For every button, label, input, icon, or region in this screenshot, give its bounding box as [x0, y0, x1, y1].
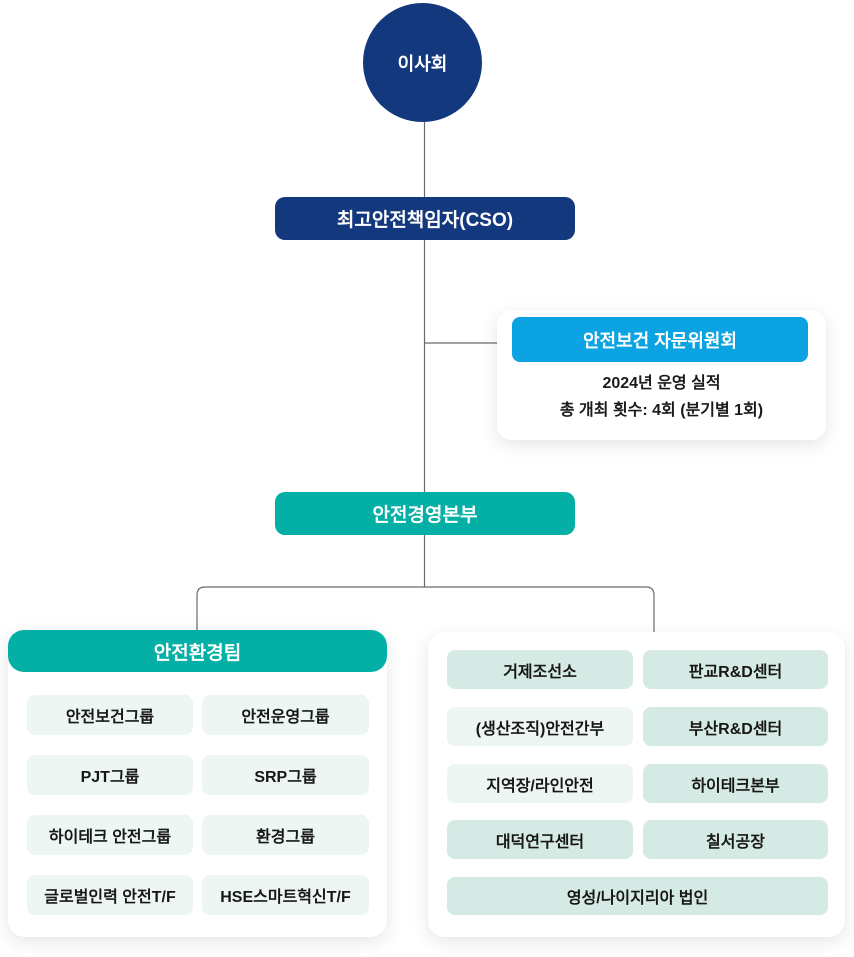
- site-box: 거제조선소: [447, 650, 633, 689]
- site-box: (생산조직)안전간부: [447, 707, 633, 746]
- advisory-body: 2024년 운영 실적 총 개최 횟수: 4회 (분기별 1회): [497, 370, 826, 424]
- advisory-body-line2: 총 개최 횟수: 4회 (분기별 1회): [559, 402, 764, 419]
- site-box-full-width: 영성/나이지리아 법인: [447, 877, 828, 915]
- site-box: 칠서공장: [643, 820, 828, 859]
- division-node: 안전경영본부: [275, 492, 575, 535]
- advisory-body-line1: 2024년 운영 실적: [602, 375, 721, 392]
- sites-card: 거제조선소 (생산조직)안전간부 지역장/라인안전 대덕연구센터 판교R&D센터…: [428, 632, 845, 937]
- site-box: 대덕연구센터: [447, 820, 633, 859]
- cso-node: 최고안전책임자(CSO): [275, 197, 575, 240]
- team-group: 환경그룹: [202, 815, 369, 855]
- connector-branch: [196, 586, 655, 632]
- board-node: 이사회: [363, 3, 482, 122]
- team-group: 글로벌인력 안전T/F: [27, 875, 193, 915]
- team-group: HSE스마트혁신T/F: [202, 875, 369, 915]
- site-box: 하이테크본부: [643, 764, 828, 803]
- team-group: SRP그룹: [202, 755, 369, 795]
- team-card-title: 안전환경팀: [8, 630, 387, 672]
- advisory-card: 안전보건 자문위원회 2024년 운영 실적 총 개최 횟수: 4회 (분기별 …: [497, 310, 826, 440]
- team-group: 하이테크 안전그룹: [27, 815, 193, 855]
- site-box: 지역장/라인안전: [447, 764, 633, 803]
- team-group: 안전보건그룹: [27, 695, 193, 735]
- team-group: 안전운영그룹: [202, 695, 369, 735]
- site-box: 부산R&D센터: [643, 707, 828, 746]
- advisory-title: 안전보건 자문위원회: [512, 317, 808, 362]
- team-group: PJT그룹: [27, 755, 193, 795]
- site-box: 판교R&D센터: [643, 650, 828, 689]
- team-card: 안전환경팀 안전보건그룹 안전운영그룹 PJT그룹 SRP그룹 하이테크 안전그…: [8, 630, 387, 937]
